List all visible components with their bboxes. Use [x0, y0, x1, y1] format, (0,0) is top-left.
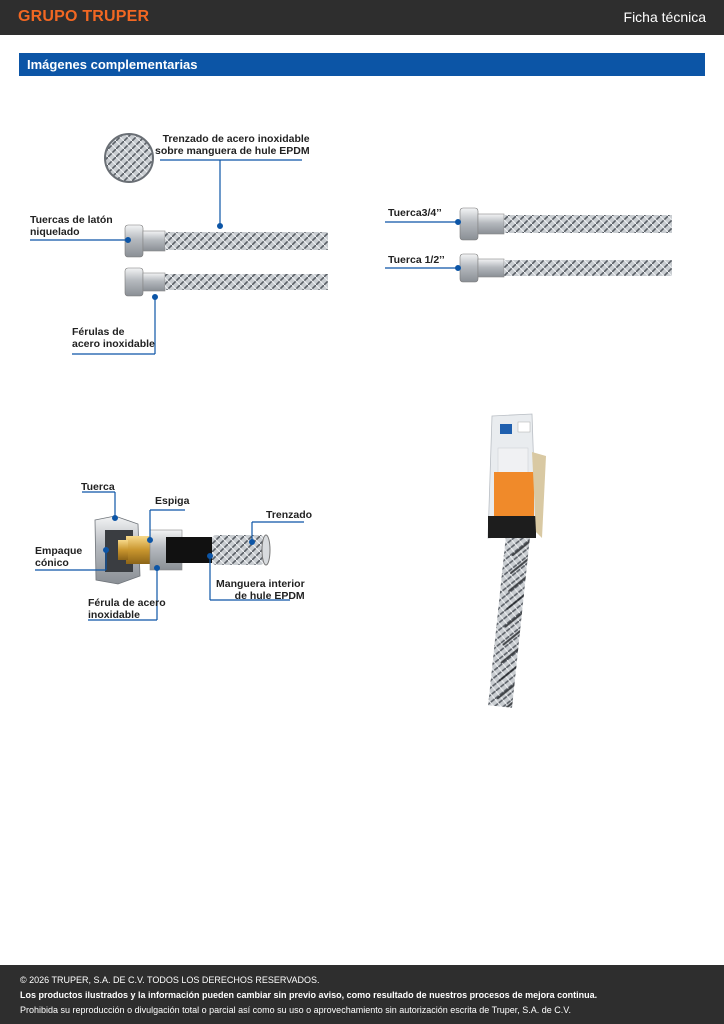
callout-ferula: Férula de acero inoxidable: [88, 597, 166, 621]
document-type: Ficha técnica: [623, 9, 706, 25]
header-bar: GRUPO TRUPER Ficha técnica: [0, 0, 724, 35]
footer-copyright: © 2026 TRUPER, S.A. DE C.V. TODOS LOS DE…: [20, 975, 320, 985]
callout-tuerca-3-4: Tuerca3/4’’: [388, 207, 442, 219]
hose-sizes-illustration: [385, 207, 672, 283]
section-title: Imágenes complementarias: [27, 57, 198, 72]
callout-nut: Tuercas de latón niquelado: [30, 214, 113, 238]
callout-manguera: Manguera interior de hule EPDM: [216, 578, 305, 602]
footer-disclaimer: Los productos ilustrados y la informació…: [20, 990, 598, 1000]
hose-1-2-image: [459, 253, 672, 283]
callout-braid: Trenzado de acero inoxidable sobre mangu…: [155, 133, 310, 157]
callout-espiga: Espiga: [155, 495, 190, 507]
braid-closeup-icon: [104, 133, 154, 183]
hose-3-4-image: [459, 207, 672, 241]
packaged-product-image: [487, 413, 546, 708]
cutaway-fitting-image: [94, 515, 271, 585]
callout-ferrule: Férulas de acero inoxidable: [72, 326, 155, 350]
footer-legal: Prohibida su reproducción o divulgación …: [20, 1005, 571, 1015]
section-header: Imágenes complementarias: [19, 53, 705, 76]
callout-trenzado: Trenzado: [266, 509, 313, 521]
brand-logo: GRUPO TRUPER: [18, 8, 150, 25]
hose-bottom-image: [124, 267, 328, 297]
hose-pair-illustration: [30, 133, 328, 355]
hose-top-image: [124, 224, 328, 258]
footer: © 2026 TRUPER, S.A. DE C.V. TODOS LOS DE…: [0, 965, 724, 1024]
callout-tuerca-1-2: Tuerca 1/2’’: [388, 254, 445, 266]
callout-tuerca: Tuerca: [81, 481, 115, 493]
callout-empaque: Empaque cónico: [35, 545, 83, 569]
cutaway-illustration: [35, 491, 304, 621]
